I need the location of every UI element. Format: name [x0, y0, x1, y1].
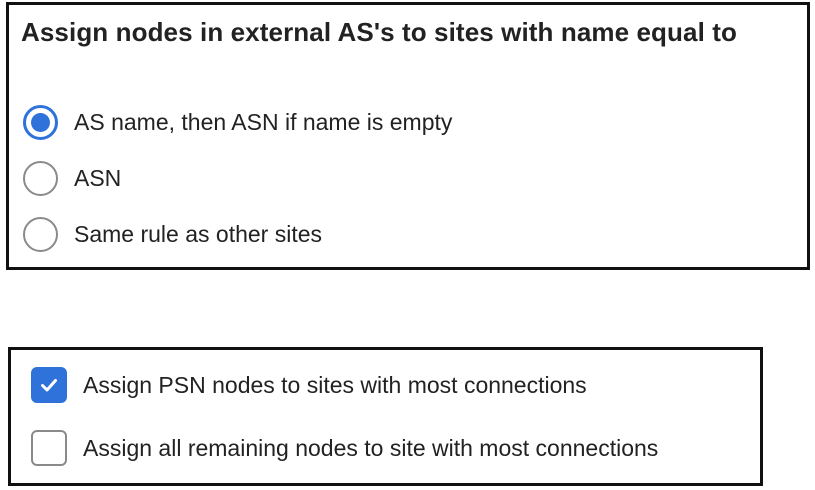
site-rule-title: Assign nodes in external AS's to sites w… — [21, 17, 737, 47]
radio-button-same-rule[interactable] — [23, 217, 58, 252]
assignment-panel: Assign PSN nodes to sites with most conn… — [8, 347, 763, 486]
checkbox-option-remaining[interactable]: Assign all remaining nodes to site with … — [31, 430, 658, 466]
checkbox-remaining[interactable] — [31, 430, 67, 466]
checkbox-psn[interactable] — [31, 367, 67, 403]
radio-label-as-name: AS name, then ASN if name is empty — [74, 109, 453, 135]
site-rule-panel: Assign nodes in external AS's to sites w… — [6, 2, 810, 270]
checkbox-option-psn[interactable]: Assign PSN nodes to sites with most conn… — [31, 367, 587, 403]
checkmark-icon — [41, 379, 57, 392]
radio-option-asn[interactable]: ASN — [23, 161, 121, 196]
checkbox-label-remaining: Assign all remaining nodes to site with … — [83, 434, 659, 461]
radio-button-asn[interactable] — [23, 161, 58, 196]
radio-label-asn: ASN — [74, 165, 122, 191]
radio-selected-dot — [31, 113, 50, 132]
radio-label-same-rule: Same rule as other sites — [74, 221, 323, 247]
radio-option-as-name[interactable]: AS name, then ASN if name is empty — [23, 105, 452, 140]
radio-button-as-name[interactable] — [23, 105, 58, 140]
radio-option-same-rule[interactable]: Same rule as other sites — [23, 217, 322, 252]
checkbox-label-psn: Assign PSN nodes to sites with most conn… — [83, 371, 587, 398]
